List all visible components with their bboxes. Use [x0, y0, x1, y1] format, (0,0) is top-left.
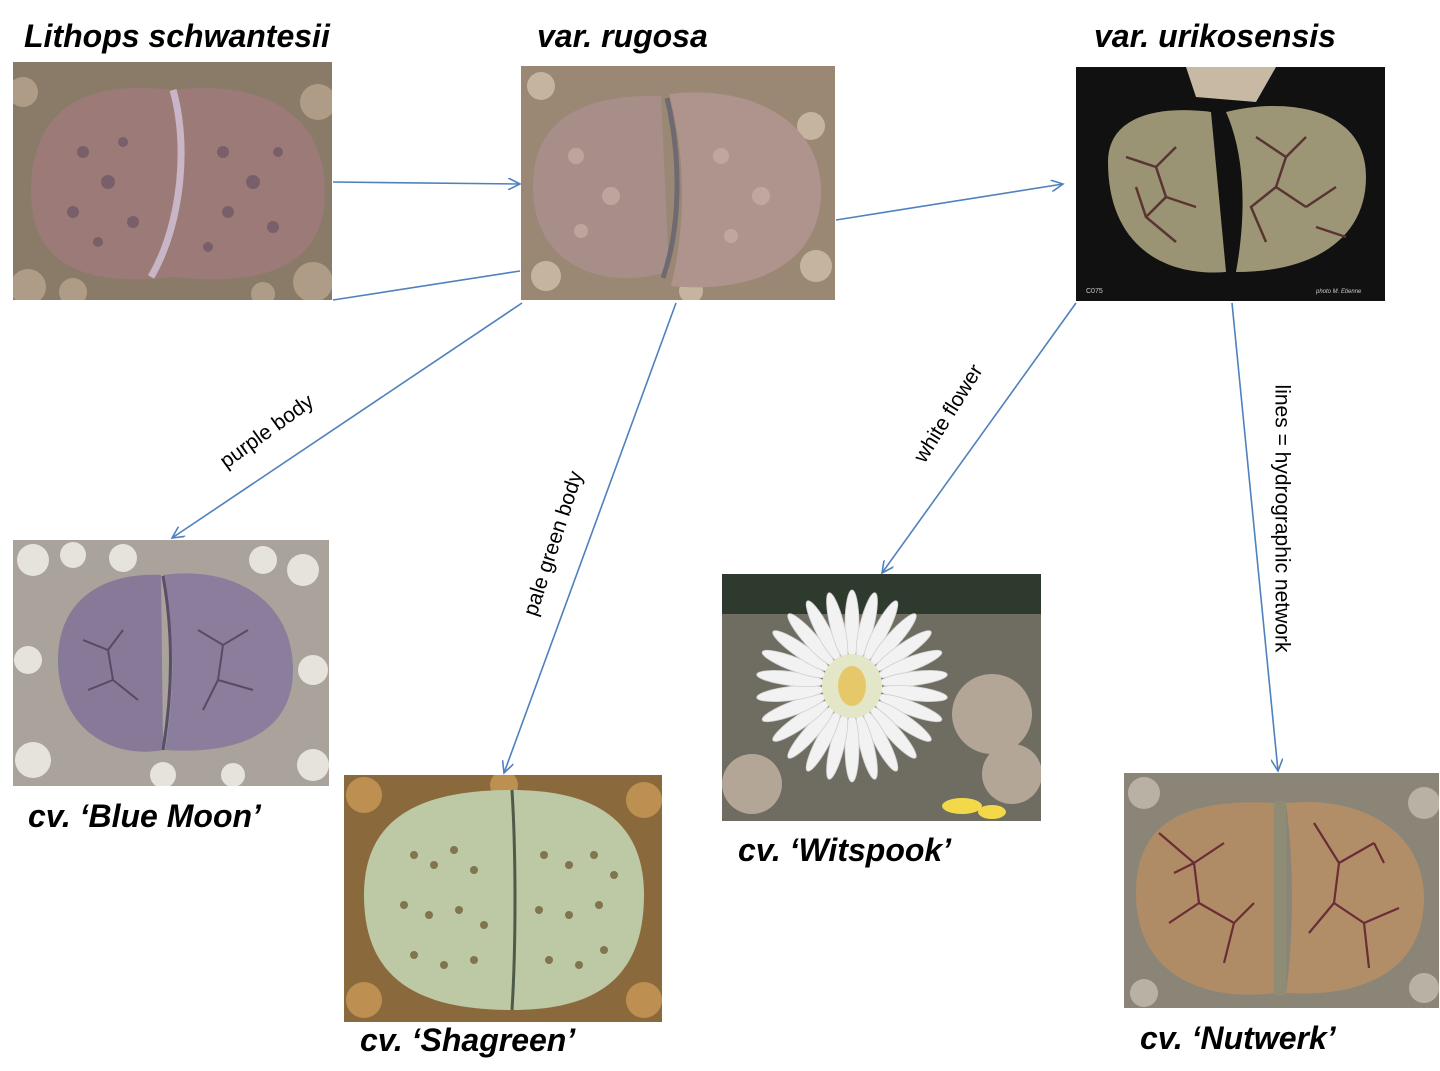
photo-witspook — [722, 574, 1041, 821]
arrow-urikosensis-to-nutwerk — [1231, 302, 1278, 771]
arrow-rugosa-to-shagreen — [504, 302, 677, 773]
line-schwantesii-to-rugosa-lower — [332, 270, 521, 301]
edge-label-hydrographic-network: lines = hydrographic network — [1270, 384, 1294, 653]
arrow-urikosensis-to-witspook — [882, 302, 1077, 573]
title-shagreen: cv. ‘Shagreen’ — [360, 1022, 576, 1058]
arrow-rugosa-to-urikosensis — [835, 184, 1063, 221]
photo-schwantesii — [13, 62, 332, 300]
title-blue-moon: cv. ‘Blue Moon’ — [28, 798, 261, 834]
photo-urikosensis: C075 photo M. Etienne — [1076, 67, 1385, 301]
arrow-schwantesii-to-rugosa — [332, 182, 520, 184]
title-schwantesii: Lithops schwantesii — [24, 18, 330, 54]
photo-code: C075 — [1086, 288, 1103, 295]
title-rugosa: var. rugosa — [537, 18, 708, 54]
title-witspook: cv. ‘Witspook’ — [738, 832, 952, 868]
arrow-rugosa-to-blue-moon — [172, 302, 523, 538]
title-nutwerk: cv. ‘Nutwerk’ — [1140, 1020, 1336, 1056]
photo-nutwerk — [1124, 773, 1439, 1008]
title-urikosensis: var. urikosensis — [1094, 18, 1336, 54]
photo-shagreen — [344, 775, 662, 1022]
photo-credit: photo M. Etienne — [1315, 289, 1362, 295]
photo-rugosa — [521, 66, 835, 300]
photo-blue-moon — [13, 540, 329, 786]
